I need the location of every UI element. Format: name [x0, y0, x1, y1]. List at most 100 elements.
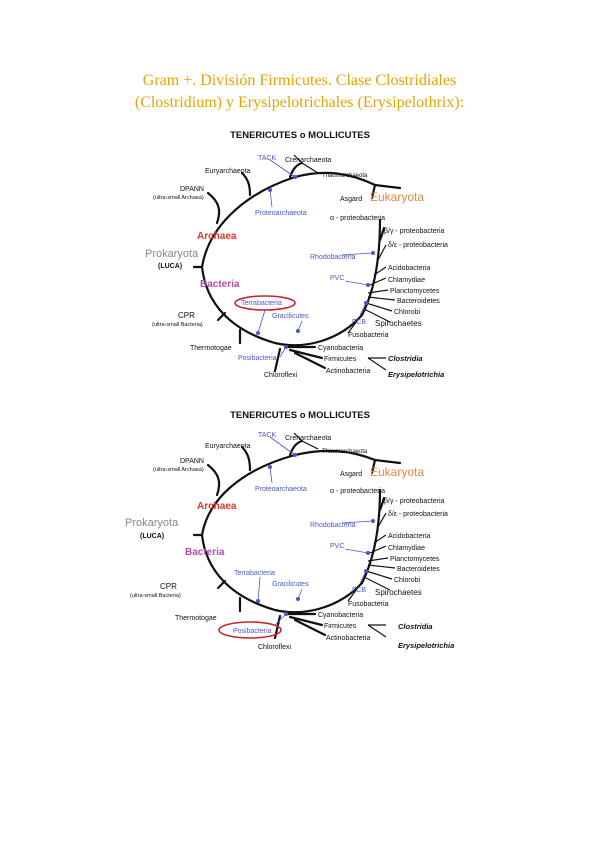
label-clostridia: Clostridia: [388, 354, 423, 363]
label-spirochaetes: Spirochaetes: [375, 588, 422, 597]
label-gracilicutes: Gracilicutes: [272, 581, 309, 588]
branch-acidobacteria: [373, 534, 387, 544]
label-luca: (LUCA): [158, 263, 182, 270]
label-rhodobacteria: Rhodobacteria: [310, 254, 356, 261]
tree-svg-2: TENERICUTES o MOLLICUTES: [125, 410, 454, 651]
label-thermotogae: Thermotogae: [175, 615, 217, 622]
page-title: Gram +. División Firmicutes. Clase Clost…: [0, 70, 599, 114]
label-dpann-sub: (ultra-small Archaea): [153, 195, 204, 201]
arc-bacteria-main: [200, 533, 364, 614]
branch-asgard: [370, 183, 377, 200]
branch-crenarchaeota: [293, 154, 303, 164]
label-alpha: α - proteobacteria: [330, 215, 385, 222]
branch-firmicutes: [288, 615, 324, 627]
label-pvc: PVC: [330, 275, 344, 282]
label-archaea: Archaea: [197, 231, 237, 242]
label-cpr-sub: (ultra-small Bacteria): [130, 593, 181, 599]
label-acidobacteria: Acidobacteria: [388, 265, 431, 272]
leader-rhodobacteria: [341, 520, 374, 524]
label-prokaryota: Prokaryota: [125, 517, 179, 529]
label-crenarchaeota: Crenarchaeota: [285, 435, 331, 442]
branch-tack: [288, 161, 304, 179]
label-bacteroidetes: Bacteroidetes: [397, 298, 440, 305]
label-clostridia: Clostridia: [398, 622, 433, 631]
label-tack: TACK: [258, 432, 276, 439]
arc-bacteria-main: [200, 265, 364, 347]
label-cyanobacteria: Cyanobacteria: [318, 612, 363, 619]
branch-chlorobi: [365, 570, 393, 580]
label-fcb: FCB: [352, 319, 366, 326]
branch-bacteroidetes: [367, 564, 396, 569]
leader-posibacteria: [274, 613, 287, 626]
label-deltaeps: δ/ε - proteobacteria: [388, 511, 448, 518]
label-cpr: CPR: [160, 582, 177, 591]
label-proteoarchaeota: Proteoarchaeota: [255, 210, 307, 217]
label-firmicutes: Firmicutes: [324, 623, 357, 630]
label-dpann: DPANN: [180, 186, 204, 193]
label-cpr: CPR: [178, 311, 195, 320]
arrow-erysipelotrichia: [367, 624, 387, 638]
branch-spirochaetes: [363, 308, 391, 323]
branch-planctomycetes: [367, 557, 389, 562]
label-chloroflexi: Chloroflexi: [264, 372, 298, 379]
label-chlamydiae: Chlamydiae: [388, 545, 425, 552]
arrow-erysipelotrichia: [367, 357, 387, 371]
branch-euryarchaeota: [240, 445, 252, 472]
label-thaumarchaeota: Thaumarchaeota: [322, 449, 368, 455]
leader-pvc: [344, 280, 369, 286]
label-pvc: PVC: [330, 543, 344, 550]
branch-thaumarchaeota: [301, 440, 319, 450]
label-terrabacteria: Terrabacteria: [234, 570, 275, 577]
label-asgard: Asgard: [340, 471, 362, 478]
branch-chloroflexi: [273, 347, 282, 373]
label-rhodobacteria: Rhodobacteria: [310, 522, 356, 529]
label-bacteria: Bacteria: [185, 547, 225, 558]
leader-rhodobacteria: [341, 252, 374, 256]
label-luca: (LUCA): [140, 533, 164, 540]
branch-eukaryota: [373, 458, 402, 465]
branch-dpann: [206, 191, 221, 225]
label-fusobacteria: Fusobacteria: [348, 332, 389, 339]
branch-cpr: [216, 579, 227, 590]
label-tack: TACK: [258, 155, 276, 162]
highlight-ring-terrabacteria: [234, 295, 296, 311]
branch-asgard: [370, 458, 377, 475]
label-cpr-sub: (ultra-small Bacteria): [152, 322, 203, 328]
leader-fcb: [359, 302, 367, 316]
branch-alpha: [360, 218, 382, 317]
branch-dpann: [206, 463, 221, 497]
label-deltaeps: δ/ε - proteobacteria: [388, 242, 448, 249]
branch-deltaeps: [377, 512, 387, 528]
label-bacteria: Bacteria: [200, 279, 240, 290]
label-actinobacteria: Actinobacteria: [326, 368, 370, 375]
leader-pvc: [344, 548, 369, 554]
branch-crenarchaeota: [293, 432, 303, 442]
label-dpann: DPANN: [180, 458, 204, 465]
branch-deltaeps: [377, 244, 387, 261]
label-erysipelotrichia: Erysipelotrichia: [398, 641, 454, 650]
label-actinobacteria: Actinobacteria: [326, 635, 370, 642]
leader-gracilicutes: [297, 588, 303, 600]
label-acidobacteria: Acidobacteria: [388, 533, 431, 540]
branch-fusobacteria: [347, 584, 361, 602]
branch-fusobacteria: [347, 316, 361, 334]
label-dpann-sub: (ultra-small Archaea): [153, 467, 204, 473]
label-posibacteria: Posibacteria: [238, 355, 277, 362]
label-asgard: Asgard: [340, 196, 362, 203]
branch-alpha: [360, 488, 382, 585]
branch-bacteroidetes: [367, 296, 396, 301]
leader-proteoarchaeota: [269, 466, 273, 484]
label-thaumarchaeota: Thaumarchaeota: [322, 173, 368, 179]
highlight-ring-posibacteria: [218, 621, 282, 639]
leader-tack: [269, 159, 296, 178]
branch-actinobacteria: [293, 618, 327, 637]
label-betagamma: β/γ - proteobacteria: [384, 228, 445, 235]
label-chlorobi: Chlorobi: [394, 309, 421, 316]
label-eukaryota: Eukaryota: [370, 190, 424, 204]
label-chlorobi: Chlorobi: [394, 577, 421, 584]
label-spirochaetes: Spirochaetes: [375, 319, 422, 328]
leader-fcb: [359, 570, 367, 584]
branch-firmicutes: [288, 348, 324, 360]
label-bacteroidetes: Bacteroidetes: [397, 566, 440, 573]
branch-chlamydiae: [369, 545, 387, 554]
